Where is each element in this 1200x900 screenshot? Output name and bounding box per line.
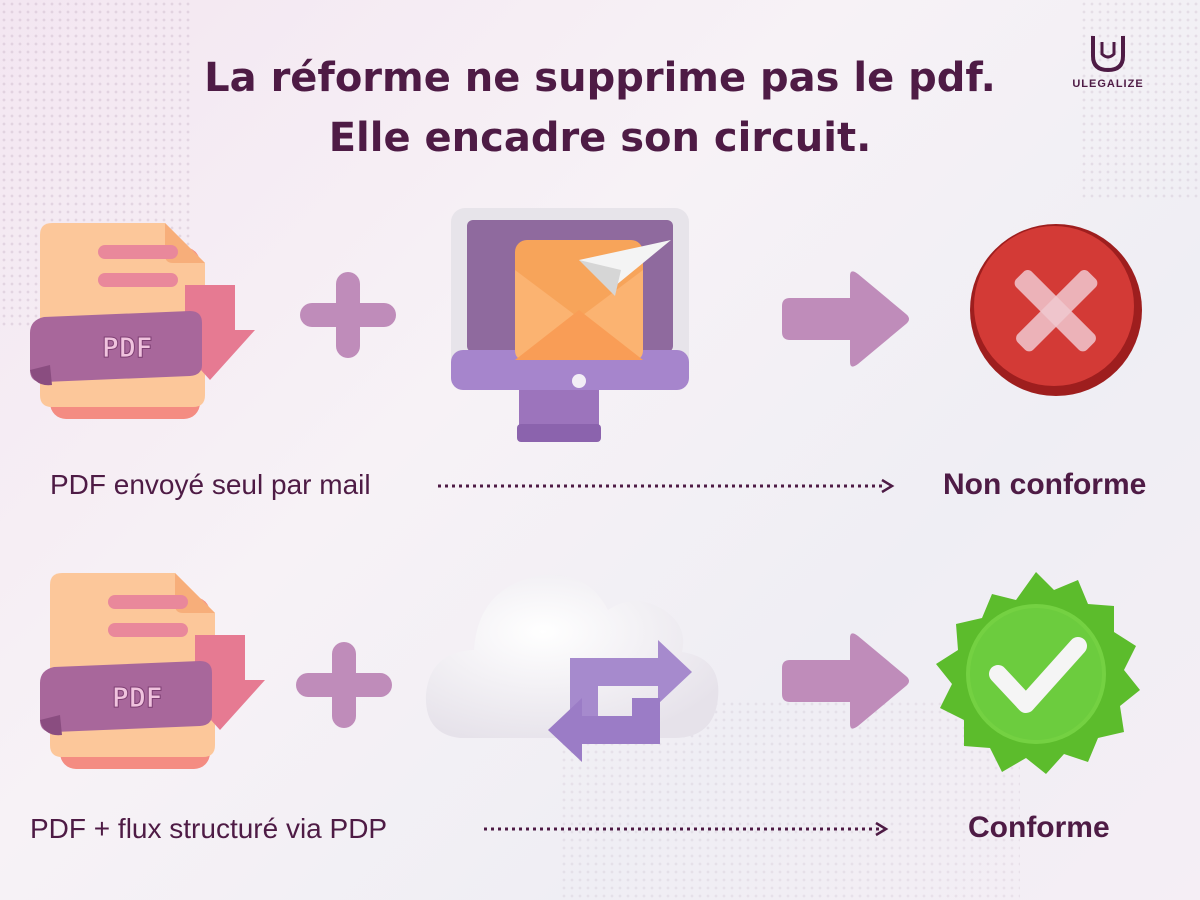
dots-decor-topright: [1080, 0, 1200, 200]
plus-icon: [296, 642, 392, 728]
row2-caption: PDF + flux structuré via PDP: [30, 813, 388, 844]
page-title-line1: La réforme ne supprime pas le pdf.: [204, 55, 996, 101]
pdf-badge: PDF: [112, 681, 163, 714]
pdf-badge: PDF: [102, 331, 153, 364]
plus-icon: [300, 272, 396, 358]
ulegalize-logo-icon: [1091, 36, 1125, 73]
pdf-document-icon: PDF: [40, 573, 265, 769]
status-conforme: Conforme: [968, 811, 1110, 844]
cloud-sync-icon: [425, 574, 719, 762]
red-cross-icon: [970, 224, 1142, 396]
brand-logo: ULEGALIZE: [1068, 34, 1148, 90]
status-non-conforme: Non conforme: [943, 468, 1147, 501]
arrow-right-icon: [782, 633, 909, 729]
email-monitor-icon: [451, 208, 689, 442]
page-title-line2: Elle encadre son circuit.: [328, 115, 872, 161]
dotted-arrow-1: [438, 478, 895, 494]
brand-name: ULEGALIZE: [1072, 78, 1144, 90]
green-check-icon: [936, 572, 1140, 774]
pdf-document-icon: PDF: [30, 223, 255, 419]
row1-caption: PDF envoyé seul par mail: [50, 469, 371, 500]
dotted-arrow-2: [484, 821, 889, 837]
arrow-right-icon: [782, 271, 909, 367]
